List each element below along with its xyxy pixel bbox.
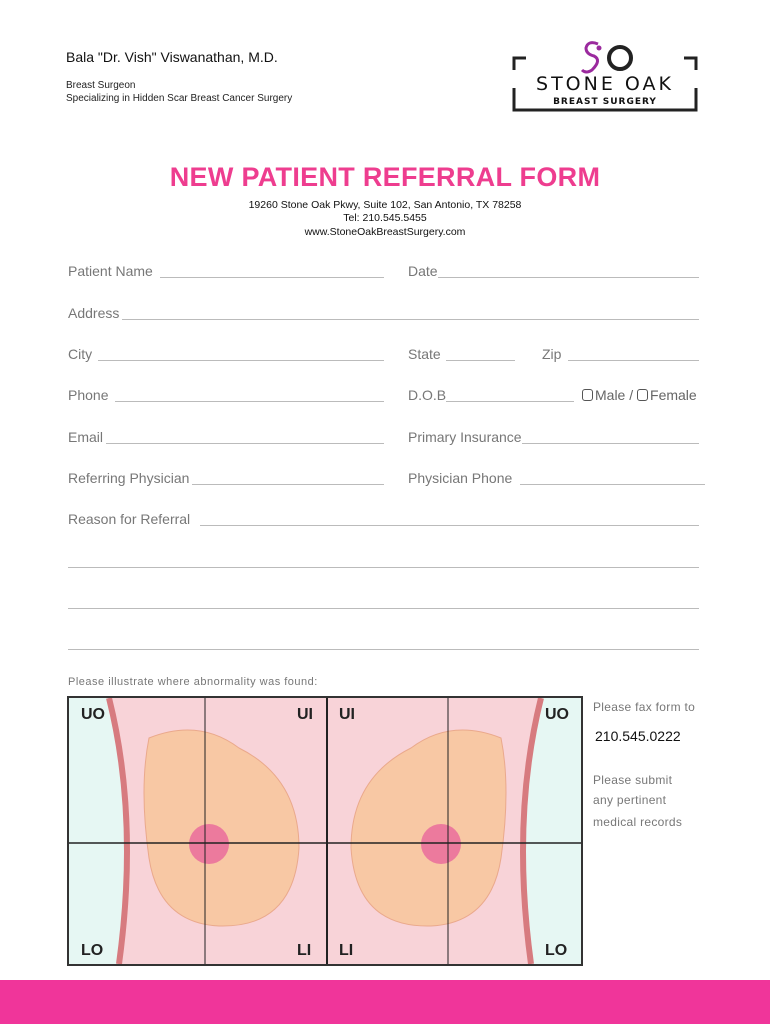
date-field[interactable] [438, 277, 699, 278]
quadrant-uo-left[interactable]: UO [545, 706, 569, 723]
female-label: Female [650, 387, 697, 403]
breast-quadrant-diagram[interactable]: UO UI UI UO LO LI LI LO [67, 696, 583, 966]
email-field[interactable] [106, 443, 384, 444]
reason-line-4[interactable] [68, 649, 699, 650]
patient-name-label: Patient Name [68, 263, 153, 279]
specialization: Specializing in Hidden Scar Breast Cance… [66, 93, 293, 104]
physician-phone-label: Physician Phone [408, 470, 513, 486]
reason-label: Reason for Referral [68, 511, 191, 527]
city-field[interactable] [98, 360, 384, 361]
quadrant-li-left[interactable]: LI [339, 942, 354, 959]
quadrant-li-right[interactable]: LI [297, 942, 312, 959]
physician-phone-field[interactable] [520, 484, 705, 485]
quadrant-lo-left[interactable]: LO [545, 942, 568, 959]
dob-field[interactable] [446, 401, 574, 402]
reason-line-2[interactable] [68, 567, 699, 568]
dob-label: D.O.B [408, 387, 447, 403]
phone-label: Phone [68, 387, 109, 403]
stone-oak-logo: STONE OAK BREAST SURGERY [510, 38, 700, 114]
address-field[interactable] [122, 319, 699, 320]
referring-physician-label: Referring Physician [68, 470, 190, 486]
date-label: Date [408, 263, 438, 279]
quadrant-lo-right[interactable]: LO [81, 942, 104, 959]
form-title: NEW PATIENT REFERRAL FORM [169, 162, 601, 192]
quadrant-ui-left[interactable]: UI [339, 706, 355, 723]
submit-line-3: medical records [593, 815, 683, 829]
state-field[interactable] [446, 360, 515, 361]
primary-insurance-field[interactable] [522, 443, 699, 444]
fax-number: 210.545.0222 [595, 728, 681, 744]
patient-name-field[interactable] [160, 277, 384, 278]
zip-label: Zip [542, 346, 562, 362]
logo-text: STONE OAK [536, 73, 674, 95]
referring-physician-field[interactable] [192, 484, 384, 485]
male-checkbox[interactable] [582, 389, 593, 401]
doctor-name: Bala "Dr. Vish" Viswanathan, M.D. [66, 49, 278, 65]
phone-field[interactable] [115, 401, 384, 402]
footer-bar [0, 980, 770, 1024]
quadrant-uo-right[interactable]: UO [81, 706, 105, 723]
state-label: State [408, 346, 441, 362]
clinic-website: www.StoneOakBreastSurgery.com [304, 226, 466, 238]
female-checkbox[interactable] [637, 389, 649, 401]
male-label: Male / [595, 387, 634, 403]
quadrant-ui-right[interactable]: UI [297, 706, 313, 723]
clinic-address: 19260 Stone Oak Pkwy, Suite 102, San Ant… [248, 199, 522, 211]
reason-field[interactable] [200, 525, 699, 526]
city-label: City [68, 346, 93, 362]
address-label: Address [68, 305, 120, 321]
breast-illustration [69, 698, 581, 964]
zip-field[interactable] [568, 360, 699, 361]
submit-line-1: Please submit [593, 773, 673, 787]
specialty: Breast Surgeon [66, 80, 136, 91]
clinic-tel: Tel: 210.545.5455 [343, 212, 427, 224]
reason-line-3[interactable] [68, 608, 699, 609]
primary-insurance-label: Primary Insurance [408, 429, 522, 445]
submit-line-2: any pertinent [593, 793, 667, 807]
fax-instruction: Please fax form to [593, 700, 696, 714]
email-label: Email [68, 429, 104, 445]
illustration-instruction: Please illustrate where abnormality was … [68, 676, 318, 688]
svg-text:BREAST SURGERY: BREAST SURGERY [553, 97, 657, 107]
